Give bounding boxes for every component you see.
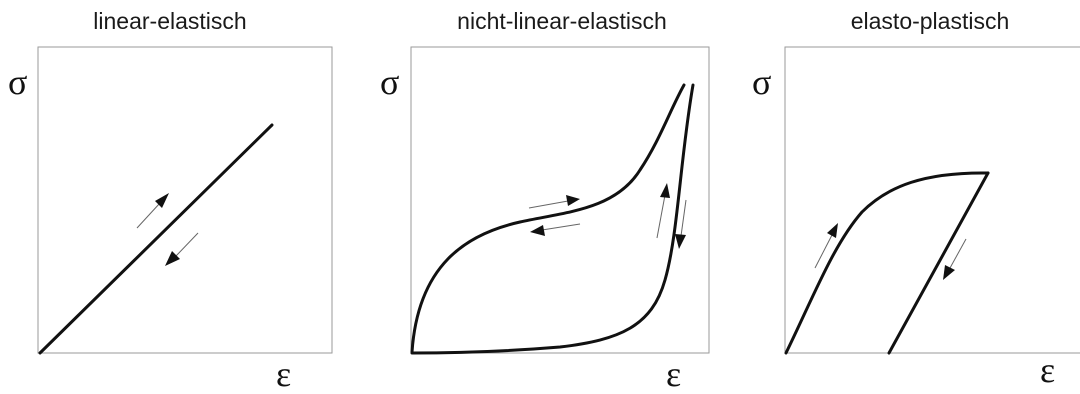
panel-3-unloading-arrowhead <box>943 265 955 280</box>
panel-2-loading-arrowhead <box>566 195 580 206</box>
panel-1-unloading-arrowhead <box>165 251 180 266</box>
panel-2-right-down-arrowhead <box>675 234 686 249</box>
panel-1-frame <box>37 46 333 354</box>
panel-1-unloading-arrow <box>175 232 199 257</box>
panel-2-nonlinear-elastic <box>410 46 710 355</box>
panel-2-loading-curve <box>410 83 686 354</box>
panel-1-strain-symbol: ε <box>276 354 292 394</box>
panel-2-unloading-curve <box>410 83 695 355</box>
panel-3-title: elasto-plastisch <box>850 8 1010 34</box>
panel-3-stress-symbol: σ <box>752 62 772 102</box>
panel-3-loading-arrowhead <box>827 223 838 238</box>
panel-3-loading-arrow <box>814 234 833 269</box>
panel-2-loading-arrow <box>528 200 569 209</box>
panel-2-unloading-arrow <box>541 223 581 231</box>
panel-3-unloading-arrow <box>949 238 967 269</box>
panel-2-right-up-arrow <box>656 194 666 239</box>
panel-3-elasto-plastic <box>784 46 1080 355</box>
panel-1-stress-symbol: σ <box>8 62 28 102</box>
panel-1-stress-strain-line <box>38 123 274 355</box>
panel-2-right-up-arrowhead <box>660 183 670 198</box>
panel-3-loading-curve <box>784 171 990 355</box>
panel-1-loading-arrowhead <box>155 193 169 208</box>
panel-2-right-down-arrow <box>680 199 687 237</box>
panel-2-title: nicht-linear-elastisch <box>457 8 667 34</box>
panel-2-unloading-arrowhead <box>530 225 545 236</box>
panel-3-unloading-line <box>887 171 990 355</box>
panel-1-title: linear-elastisch <box>93 8 247 34</box>
panel-2-strain-symbol: ε <box>666 354 682 394</box>
panel-3-strain-symbol: ε <box>1040 350 1056 390</box>
panel-1-loading-arrow <box>136 202 161 229</box>
panel-3-frame <box>784 46 1080 354</box>
panel-2-stress-symbol: σ <box>380 62 400 102</box>
panel-2-frame <box>410 46 710 354</box>
panel-1-linear-elastic <box>37 46 333 355</box>
